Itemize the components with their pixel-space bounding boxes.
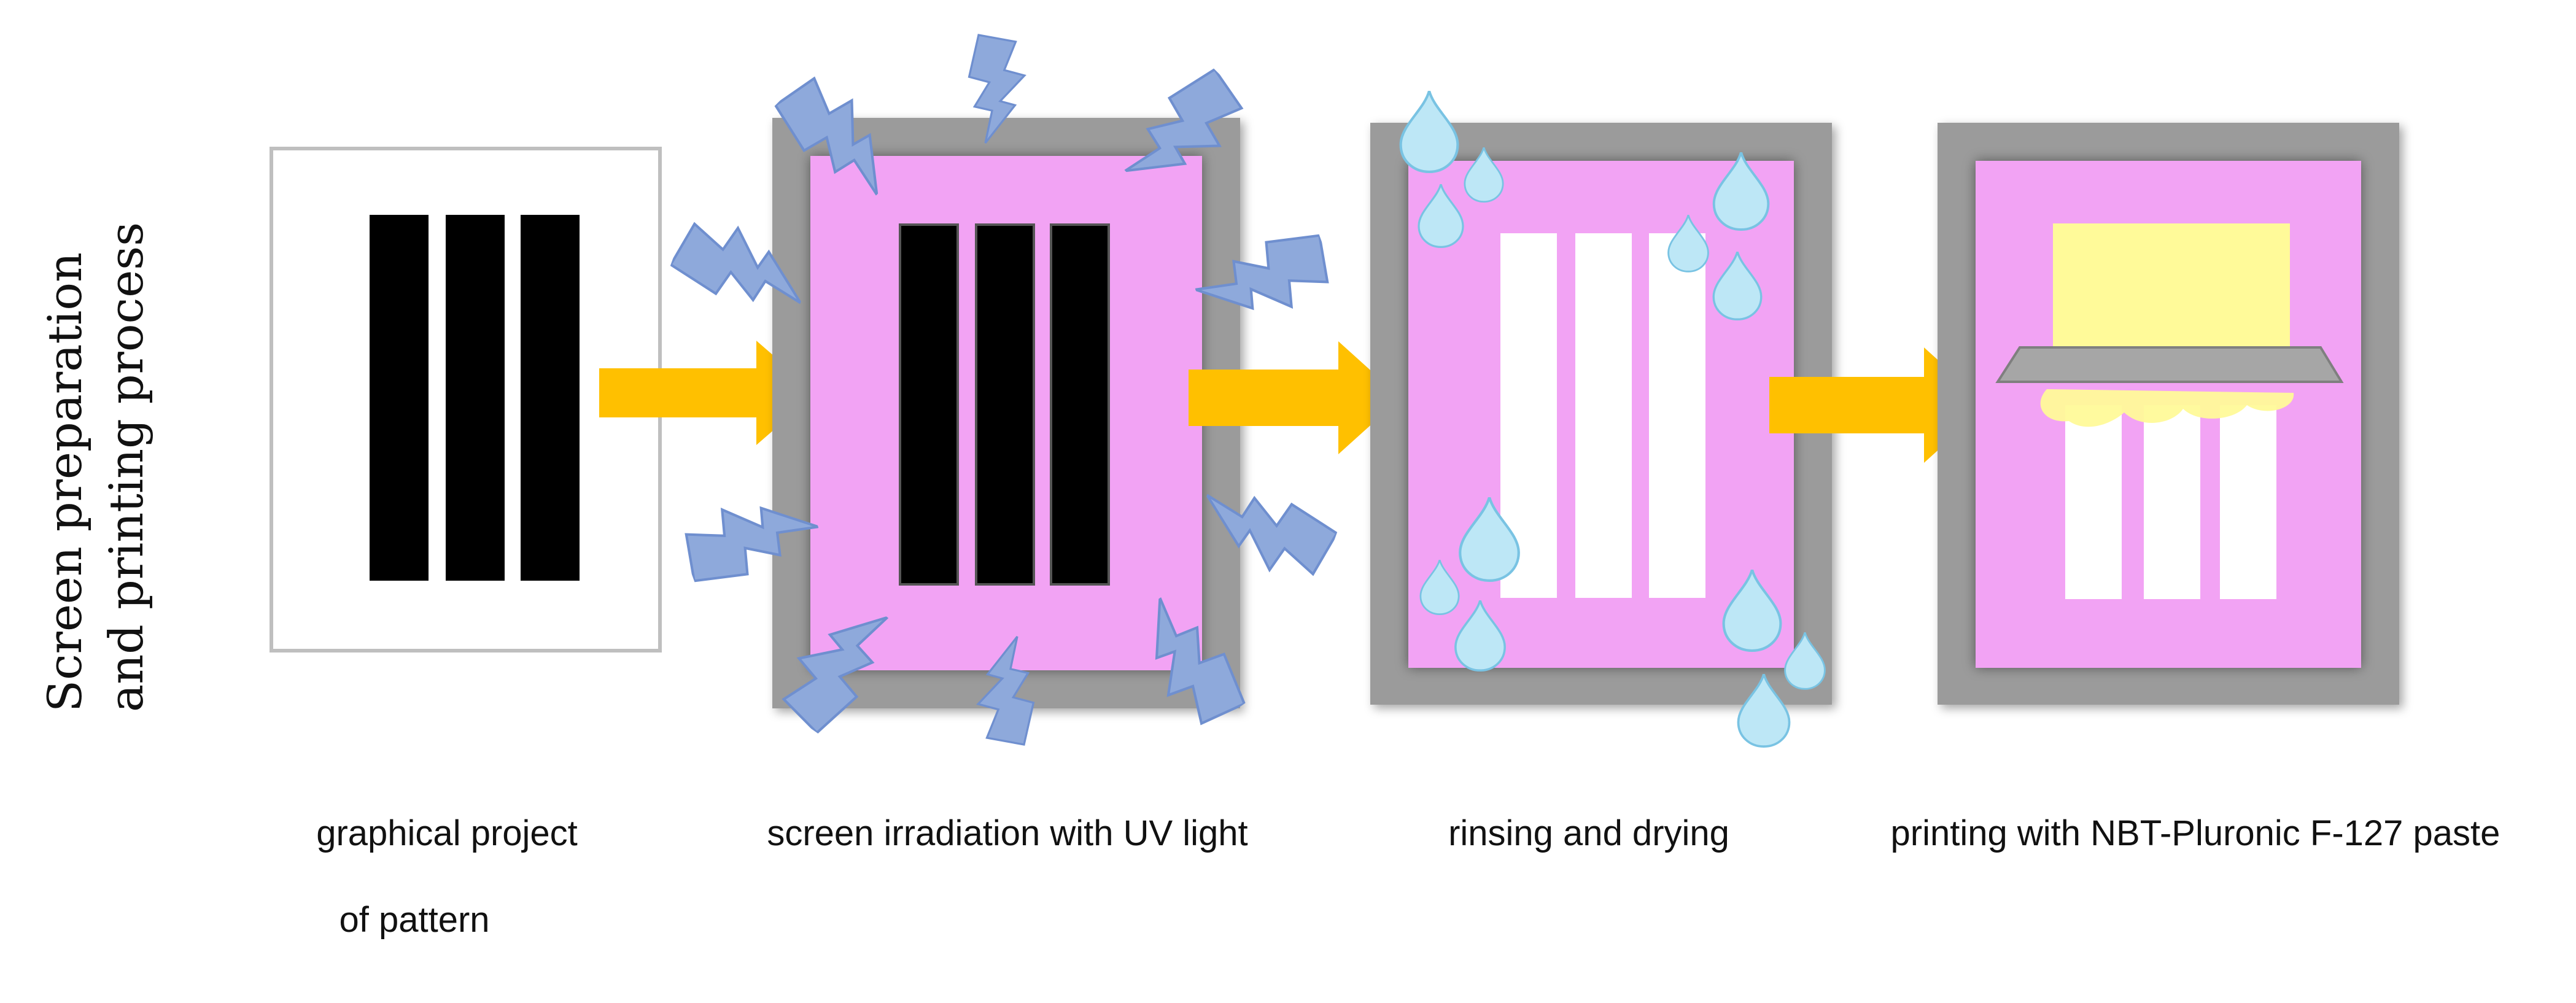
mask-stripe-2 xyxy=(975,223,1035,586)
side-title-line1: Screen preparation xyxy=(37,252,92,712)
caption-step-1-line-1: graphical project xyxy=(316,813,578,853)
mask-stripe-1 xyxy=(899,223,959,586)
caption-step-4: printing with NBT-Pluronic F-127 paste xyxy=(1891,813,2500,853)
printed-stripe-3 xyxy=(2220,405,2276,599)
open-stripe-3 xyxy=(1649,233,1705,598)
step-rinsing-drying xyxy=(1370,91,1832,748)
captions: graphical project of pattern screen irra… xyxy=(316,813,2500,940)
arrow-right-icon xyxy=(599,341,817,445)
pattern-stripe-3 xyxy=(521,215,580,581)
step-uv-irradiation xyxy=(667,34,1341,746)
printed-stripe-1 xyxy=(2065,405,2122,599)
caption-step-3: rinsing and drying xyxy=(1448,813,1729,853)
side-title: Screen preparation and printing process xyxy=(37,222,153,712)
arrow-right-icon xyxy=(1189,341,1401,454)
caption-step-2: screen irradiation with UV light xyxy=(767,813,1247,853)
paste-spread xyxy=(2040,389,2294,427)
pattern-stripe-2 xyxy=(446,215,505,581)
arrow-right-icon xyxy=(1769,347,1988,463)
step-printing xyxy=(1938,123,2399,705)
side-title-line2: and printing process xyxy=(99,222,153,712)
printed-stripe-2 xyxy=(2144,405,2200,599)
squeegee-icon xyxy=(1995,346,2344,383)
pattern-stripe-1 xyxy=(370,215,429,581)
step-graphical-project xyxy=(270,147,662,653)
open-stripe-2 xyxy=(1575,233,1632,598)
water-drop-icon xyxy=(1401,91,1458,172)
mask-stripe-3 xyxy=(1050,223,1110,586)
caption-step-1-line-2: of pattern xyxy=(339,900,489,940)
